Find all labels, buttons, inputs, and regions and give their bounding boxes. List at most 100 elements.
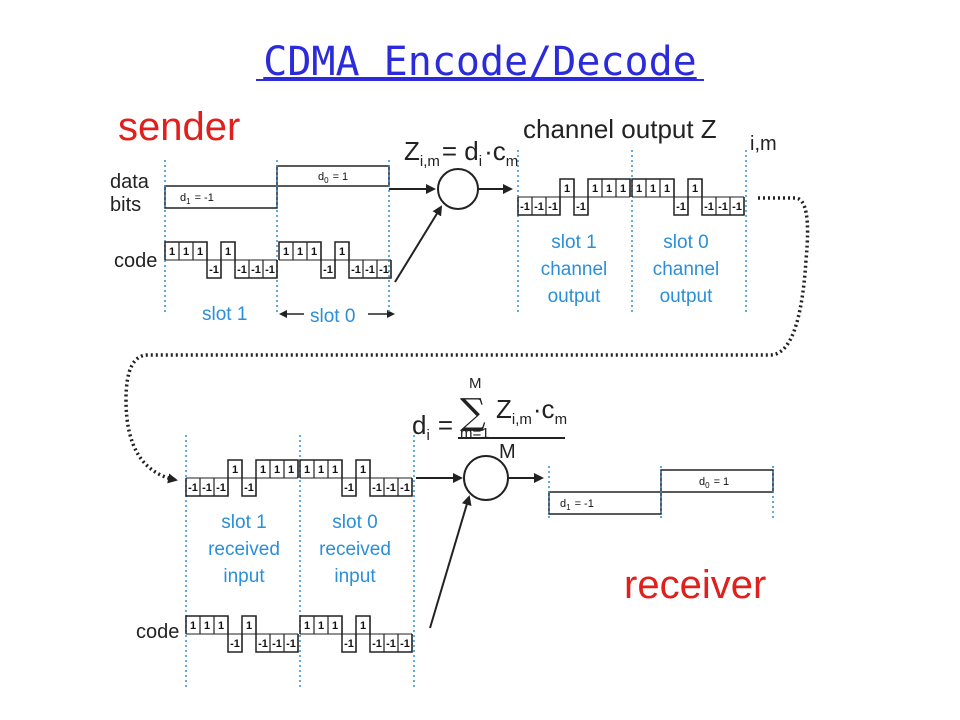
sender-code-slot1-chip-label: 1 <box>225 246 231 258</box>
received-slot1-chip-label: -1 <box>188 482 198 494</box>
decode-formula-numerator: Zi,m·cm <box>496 394 567 428</box>
channel-slot0-chip-label: 1 <box>650 183 656 195</box>
received-slot0-chip-label: -1 <box>372 482 382 494</box>
page-title: CDMA Encode/Decode <box>263 39 696 85</box>
encode-formula: Zi,m= di·cm <box>404 136 518 170</box>
sender-slot0-label: slot 0 <box>310 306 355 327</box>
channel-to-receiver-connector <box>124 196 810 484</box>
received-slot0-label-line3: input <box>334 566 376 587</box>
received-slot0-chip-label: -1 <box>400 482 410 494</box>
received-slot0-chip-label: 1 <box>332 464 338 476</box>
received-slot0-chip-label: 1 <box>304 464 310 476</box>
channel-slot0-chip-label: 1 <box>692 183 698 195</box>
channel-slot1-chip-label: 1 <box>620 183 626 195</box>
decode-sum-top: M <box>469 375 482 392</box>
received-slot1-chip-label: 1 <box>274 464 280 476</box>
receiver-d0-text: d0= 1 <box>699 476 729 490</box>
code-to-decoder-arrow <box>429 495 472 629</box>
channel-slot1-label-line2: channel <box>541 259 608 280</box>
receiver-code-slot0-chip-label: -1 <box>344 638 354 650</box>
channel-slot1-chip-label: -1 <box>520 201 530 213</box>
received-slot0-label-line1: slot 0 <box>332 512 377 533</box>
received-slot1-chip-label: 1 <box>232 464 238 476</box>
sender-code-slot1-chip-label: -1 <box>209 264 219 276</box>
received-slot1-chip-label: 1 <box>288 464 294 476</box>
sender-code-slot0-chip-label: 1 <box>283 246 289 258</box>
channel-slot1-chip-label: -1 <box>576 201 586 213</box>
receiver-code-slot0-chip-label: -1 <box>372 638 382 650</box>
sender-slot1-label: slot 1 <box>202 304 247 325</box>
receiver-code-slot0-chip-label: 1 <box>360 620 366 632</box>
receiver-code-label: code <box>136 621 179 643</box>
received-slot0-chip-label: -1 <box>344 482 354 494</box>
channel-slot0-chip-label: -1 <box>718 201 728 213</box>
receiver-code-slot0-chip-label: 1 <box>318 620 324 632</box>
channel-slot1-chip-label: 1 <box>592 183 598 195</box>
channel-slot1-chip-label: -1 <box>534 201 544 213</box>
sender-label: sender <box>118 105 240 149</box>
receiver-code-slot0-chip-label: -1 <box>386 638 396 650</box>
receiver-code-slot0-chip-label: 1 <box>332 620 338 632</box>
decoder-integrator <box>463 455 509 501</box>
channel-slot1-label-line3: output <box>548 286 602 307</box>
receiver-code-slot1-chip-label: -1 <box>258 638 268 650</box>
received-slot0-label-line2: received <box>319 539 391 560</box>
decode-sum-bottom: m=1 <box>460 425 490 442</box>
received-slot1-chip-label: -1 <box>244 482 254 494</box>
channel-slot0-chip-label: 1 <box>636 183 642 195</box>
receiver-code-slot1-chip-label: -1 <box>286 638 296 650</box>
decode-sum-symbol: ∑ <box>460 392 486 433</box>
sender-code-slot1-chip-label: 1 <box>183 246 189 258</box>
sender-code-slot0-chip-label: 1 <box>339 246 345 258</box>
sender-code-slot0-chip-label: 1 <box>297 246 303 258</box>
received-slot1-label-line1: slot 1 <box>221 512 266 533</box>
sender-d1-text: d1= -1 <box>180 192 214 206</box>
channel-slot0-label-line2: channel <box>653 259 720 280</box>
channel-slot0-chip-label: -1 <box>732 201 742 213</box>
received-slot1-chip-label: -1 <box>216 482 226 494</box>
channel-slot0-label-line3: output <box>660 286 714 307</box>
sender-d0-text: d0= 1 <box>318 171 348 185</box>
channel-slot1-label-line1: slot 1 <box>551 232 596 253</box>
receiver-code-slot1-chip-label: -1 <box>230 638 240 650</box>
sender-code-slot1-chip-label: 1 <box>169 246 175 258</box>
received-slot0-chip-label: 1 <box>360 464 366 476</box>
sender-code-slot0-chip-label: 1 <box>311 246 317 258</box>
sender-code-slot0-chip-label: -1 <box>323 264 333 276</box>
receiver-code-slot1-chip-label: -1 <box>272 638 282 650</box>
encoder-multiplier <box>437 168 479 210</box>
channel-slot1-chip-label: -1 <box>548 201 558 213</box>
channel-output-title: channel output Z <box>523 114 717 144</box>
received-slot1-chip-label: -1 <box>202 482 212 494</box>
receiver-label: receiver <box>624 563 766 607</box>
sender-code-slot1-chip-label: -1 <box>265 264 275 276</box>
receiver-code-slot1-chip-label: 1 <box>204 620 210 632</box>
received-slot0-chip-label: 1 <box>318 464 324 476</box>
sender-code-slot0-chip-label: -1 <box>351 264 361 276</box>
data-bits-label-line1: data <box>110 171 150 193</box>
received-slot1-chip-label: 1 <box>260 464 266 476</box>
receiver-code-slot0-chip-label: 1 <box>304 620 310 632</box>
sender-code-label: code <box>114 250 157 272</box>
channel-slot0-chip-label: 1 <box>664 183 670 195</box>
receiver-code-slot1-chip-label: 1 <box>246 620 252 632</box>
received-slot0-chip-label: -1 <box>386 482 396 494</box>
sender-code-slot0-chip-label: -1 <box>365 264 375 276</box>
sender-code-slot0-chip-label: -1 <box>379 264 389 276</box>
receiver-d1-text: d1= -1 <box>560 498 594 512</box>
channel-slot1-chip-label: 1 <box>606 183 612 195</box>
channel-slot0-chip-label: -1 <box>676 201 686 213</box>
received-slot1-label-line2: received <box>208 539 280 560</box>
decode-formula-lhs: di= <box>412 410 453 444</box>
receiver-code-slot0-chip-label: -1 <box>400 638 410 650</box>
received-slot1-label-line3: input <box>223 566 265 587</box>
sender-code-slot1-chip-label: -1 <box>237 264 247 276</box>
channel-slot0-chip-label: -1 <box>704 201 714 213</box>
sender-code-slot1-chip-label: 1 <box>197 246 203 258</box>
receiver-code-slot1-chip-label: 1 <box>190 620 196 632</box>
channel-slot1-chip-label: 1 <box>564 183 570 195</box>
sender-code-slot1-chip-label: -1 <box>251 264 261 276</box>
